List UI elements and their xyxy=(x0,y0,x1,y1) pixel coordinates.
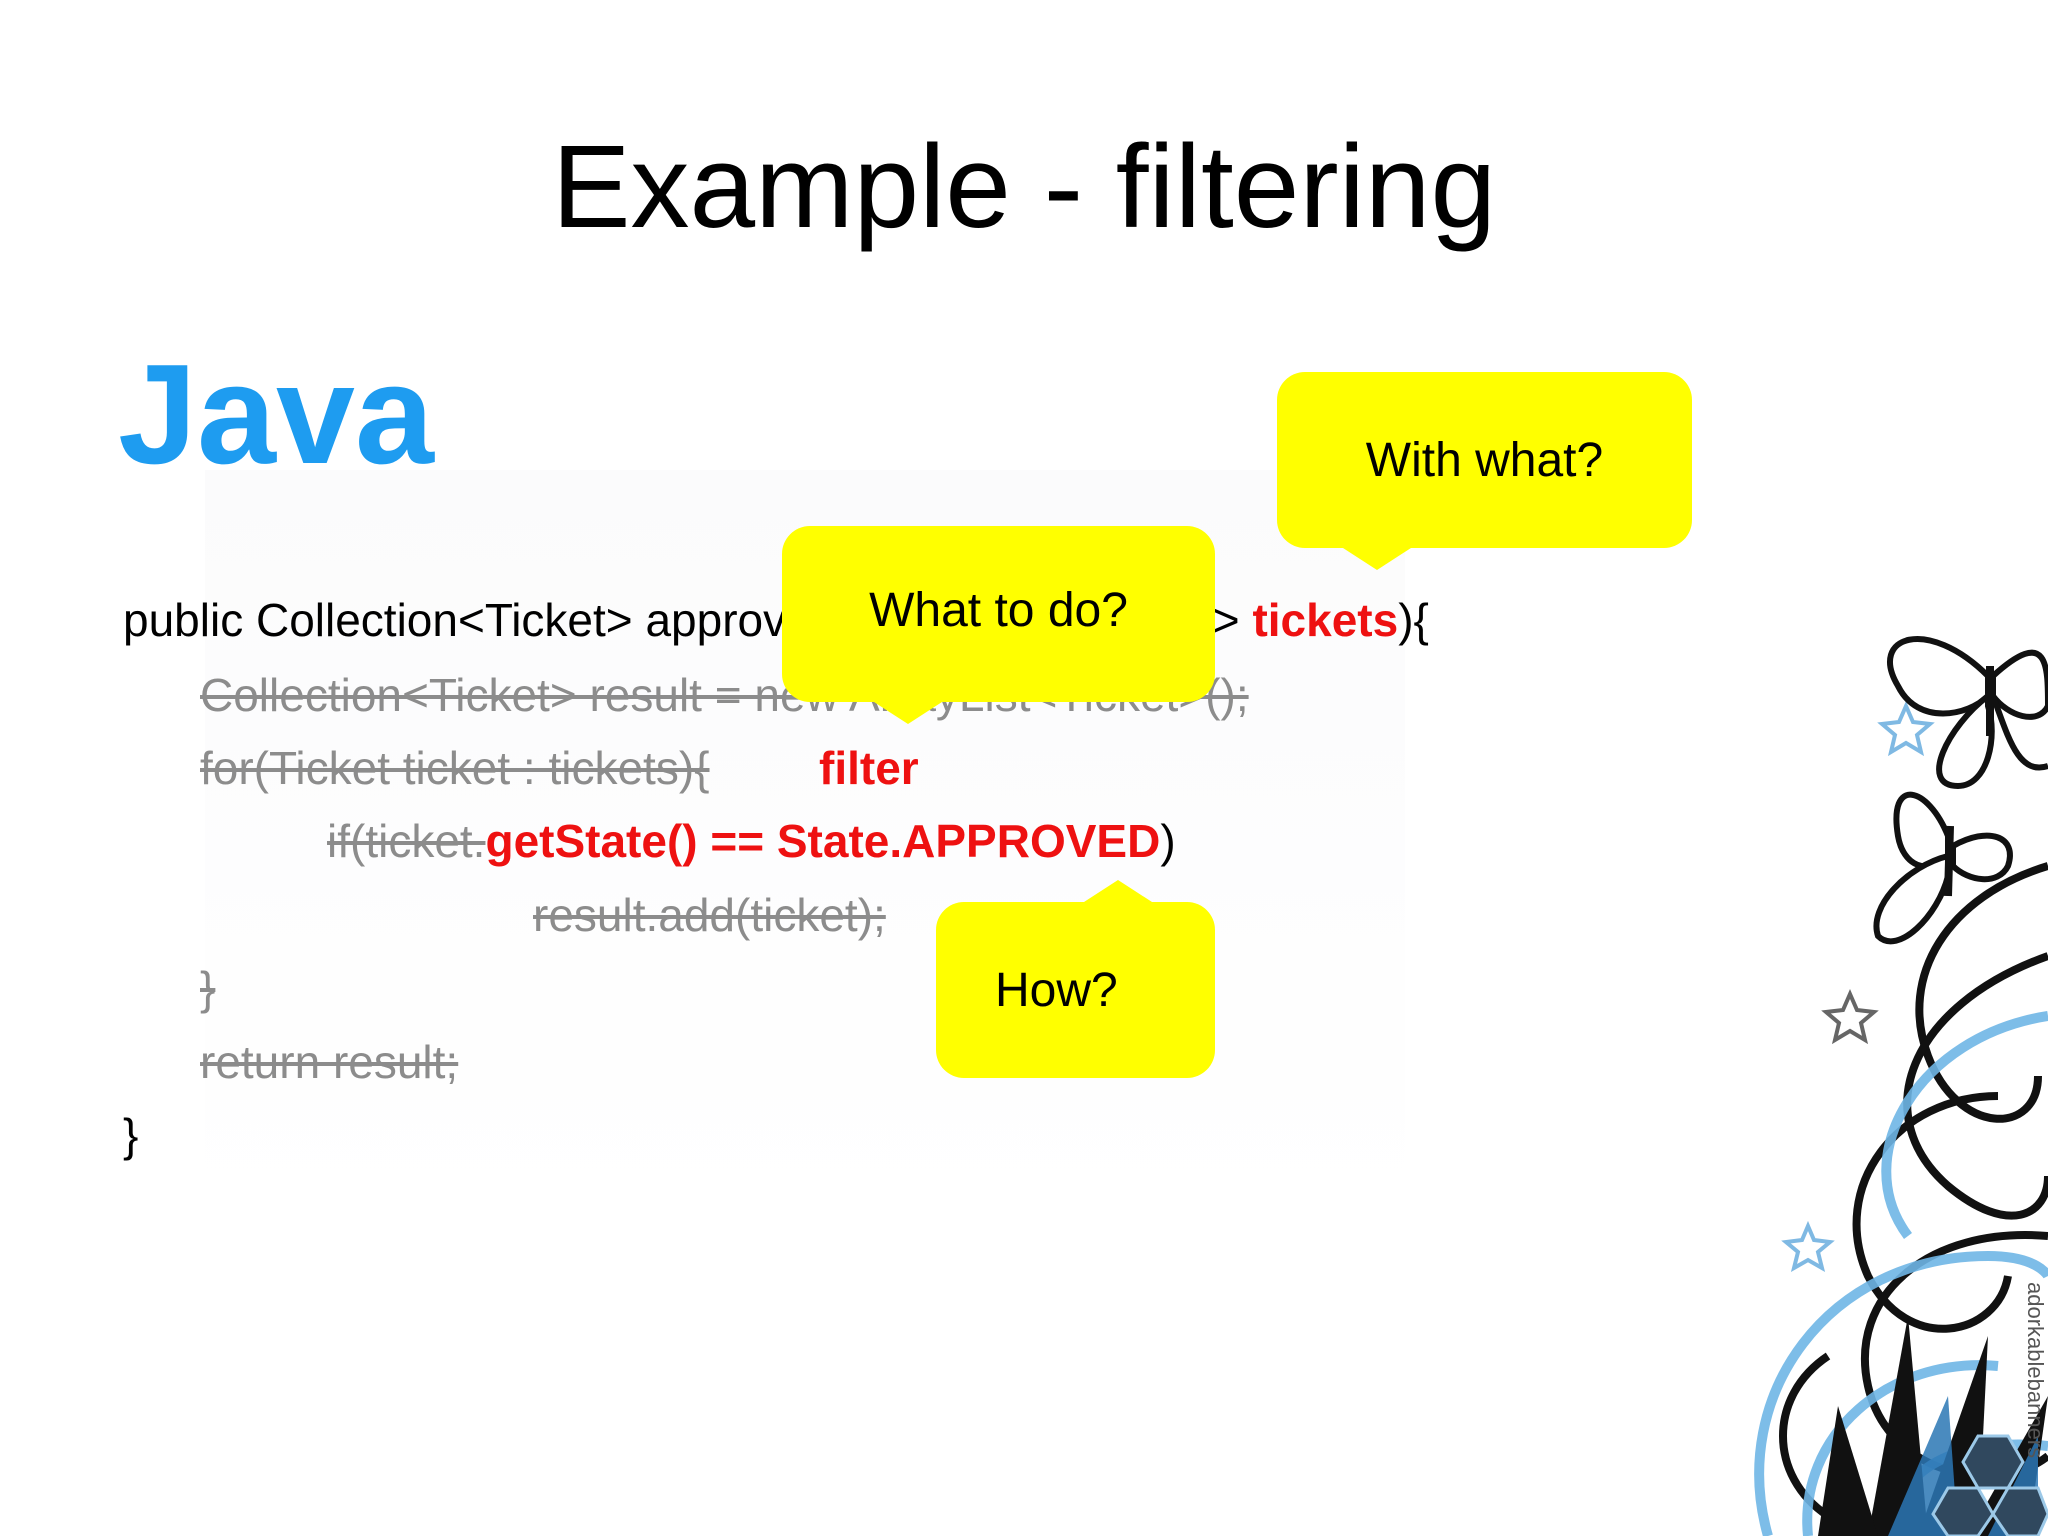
code-line-4-if: if(ticket. xyxy=(327,815,486,867)
callout-what-to-do: What to do? xyxy=(782,526,1215,724)
code-line-4: if(ticket.getState() == State.APPROVED) xyxy=(327,818,1176,864)
callout-with-what: With what? xyxy=(1277,372,1692,570)
callout-how: How? xyxy=(936,880,1215,1078)
slide-title: Example - filtering xyxy=(551,121,1497,253)
callout-what-to-do-text: What to do? xyxy=(869,583,1128,637)
code-filter-label: filter xyxy=(819,742,919,794)
callout-with-what-text: With what? xyxy=(1365,433,1604,487)
code-line-3: for(Ticket ticket : tickets){ xyxy=(200,742,710,794)
callout-with-what-tail xyxy=(1343,548,1411,570)
code-line-4-close: ) xyxy=(1160,815,1176,867)
code-line-1-brace: ){ xyxy=(1398,594,1429,646)
code-line-1-start: public Collection<Ticket> approv xyxy=(123,594,787,646)
code-line-6: } xyxy=(200,962,216,1014)
code-param-tickets: tickets xyxy=(1252,594,1399,646)
language-heading: Java xyxy=(118,335,434,494)
callout-what-to-do-tail xyxy=(874,702,942,724)
code-line-1-end: t> tickets){ xyxy=(1200,597,1429,643)
butterfly-swirl-decoration xyxy=(1754,636,2048,1536)
code-line-1: public Collection<Ticket> approv xyxy=(123,597,786,643)
butterfly-icon xyxy=(1887,636,2048,790)
artist-watermark: adorkablebanners xyxy=(2023,1282,2048,1459)
callout-how-text: How? xyxy=(995,963,1118,1017)
code-line-7: return result; xyxy=(200,1036,459,1088)
callout-how-tail xyxy=(1084,880,1152,902)
code-line-8: } xyxy=(123,1109,139,1161)
code-line-5: result.add(ticket); xyxy=(533,889,886,941)
code-condition: getState() == State.APPROVED xyxy=(485,815,1161,867)
butterfly-icon xyxy=(1873,791,2013,945)
